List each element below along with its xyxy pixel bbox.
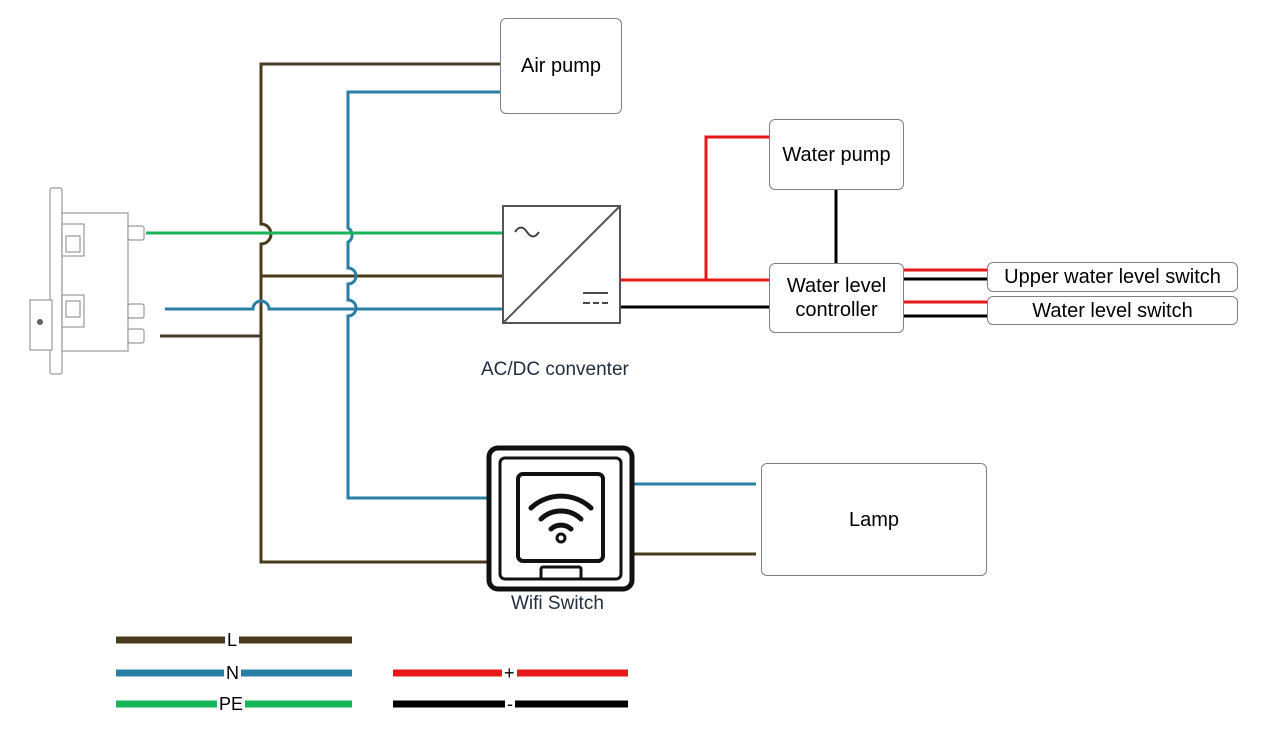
wifi-switch-icon <box>486 445 635 592</box>
ac-sine-icon <box>514 226 540 238</box>
ac-dc-converter <box>502 205 621 324</box>
wire-N <box>165 90 756 500</box>
wire-L <box>160 62 756 564</box>
dc-symbol-icon <box>583 292 608 304</box>
legend-label-minus: - <box>505 694 515 714</box>
water-level-switch-label: Water level switch <box>1032 299 1193 322</box>
water-pump-label: Water pump <box>782 143 891 166</box>
wire-minus <box>620 190 988 318</box>
legend <box>116 636 628 708</box>
air-pump-label: Air pump <box>520 55 602 77</box>
legend-label-L: L <box>225 630 240 650</box>
water-level-controller-box: Water level controller <box>769 263 904 333</box>
upper-water-level-switch-label: Upper water level switch <box>1004 266 1221 288</box>
legend-label-N: N <box>224 663 241 683</box>
wifi-switch-label: Wifi Switch <box>511 593 604 614</box>
power-inlet-icon <box>29 187 145 375</box>
air-pump-box: Air pump <box>500 18 622 114</box>
lamp-label: Lamp <box>848 508 900 531</box>
water-pump-box: Water pump <box>769 119 904 190</box>
water-level-switch-box: Water level switch <box>987 296 1238 325</box>
wire-plus <box>620 135 988 304</box>
wifi-signal-icon <box>528 493 594 532</box>
water-level-controller-label: Water level controller <box>786 275 887 321</box>
ac-dc-converter-label: AC/DC conventer <box>481 359 629 380</box>
legend-label-plus: + <box>502 663 517 683</box>
upper-water-level-switch-box: Upper water level switch <box>987 262 1238 292</box>
legend-label-PE: PE <box>217 694 246 714</box>
lamp-box: Lamp <box>761 463 987 576</box>
